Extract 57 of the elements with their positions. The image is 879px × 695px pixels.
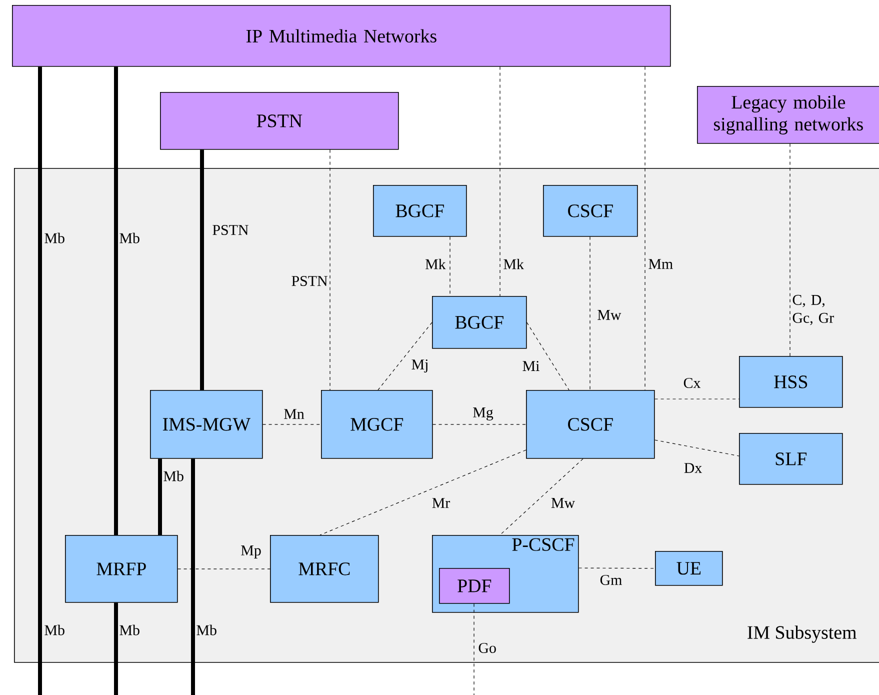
interface-line (200, 150, 204, 390)
interface-line (38, 66, 42, 695)
edge-label: Mr (432, 498, 450, 508)
region-title: IM Subsystem (748, 626, 856, 643)
function-box: PDF (439, 568, 510, 604)
edge-label: Mb (120, 624, 140, 636)
function-box: BGCF (373, 185, 467, 237)
edge-label: Mk (504, 258, 524, 270)
reference-point-line (654, 440, 740, 456)
reference-point-line (178, 568, 270, 570)
function-box: CSCF (526, 390, 655, 459)
reference-point-line (578, 568, 656, 569)
function-box: CSCF (543, 185, 638, 237)
reference-point-line (320, 450, 526, 536)
reference-point-line (500, 458, 584, 536)
function-box: IMS-MGW (150, 390, 263, 459)
edge-label: Mm (648, 259, 673, 269)
reference-point-line (378, 322, 432, 390)
function-box: BGCF (432, 296, 527, 349)
edge-label: Mn (284, 409, 304, 419)
edge-label: Mb (196, 624, 216, 636)
interface-line (191, 458, 195, 695)
network-box: IP Multimedia Networks (12, 5, 671, 67)
reference-point-line (262, 424, 322, 425)
function-box: UE (655, 551, 723, 586)
edge-label: C, D, Gc, Gr (792, 294, 834, 326)
edge-label: Mw (551, 498, 575, 508)
function-box: MGCF (321, 390, 433, 459)
edge-label: PSTN (212, 224, 248, 235)
edge-label: Dx (684, 463, 702, 473)
interface-line (114, 66, 118, 535)
edge-label: Mb (120, 232, 140, 244)
edge-label: Mk (426, 258, 446, 270)
edge-label: Mw (598, 310, 622, 320)
interface-label: Mb (44, 624, 64, 636)
reference-point-line (432, 424, 526, 425)
edge-label: PSTN (292, 276, 328, 286)
interface-line (114, 602, 118, 695)
edge-label: Mb (44, 232, 64, 244)
reference-point-line (644, 66, 646, 390)
function-box: MRFC (270, 535, 379, 603)
edge-label: Mj (412, 359, 428, 373)
network-box: PSTN (160, 92, 399, 150)
network-box: Legacy mobile signalling networks (697, 86, 879, 144)
edge-label: Gm (600, 574, 622, 585)
function-box: SLF (739, 433, 843, 485)
edge-label: Mb (164, 470, 184, 482)
edge-label: Mg (473, 408, 494, 420)
reference-point-line (526, 322, 570, 390)
edge-label: Go (478, 642, 496, 653)
edge-label: Mi (522, 361, 540, 371)
function-box: MRFP (65, 535, 178, 603)
function-box: HSS (739, 356, 843, 408)
interface-line (158, 458, 162, 535)
edge-label: Mp (241, 546, 261, 558)
reference-point-line (654, 398, 740, 400)
edge-label: Cx (684, 378, 701, 388)
